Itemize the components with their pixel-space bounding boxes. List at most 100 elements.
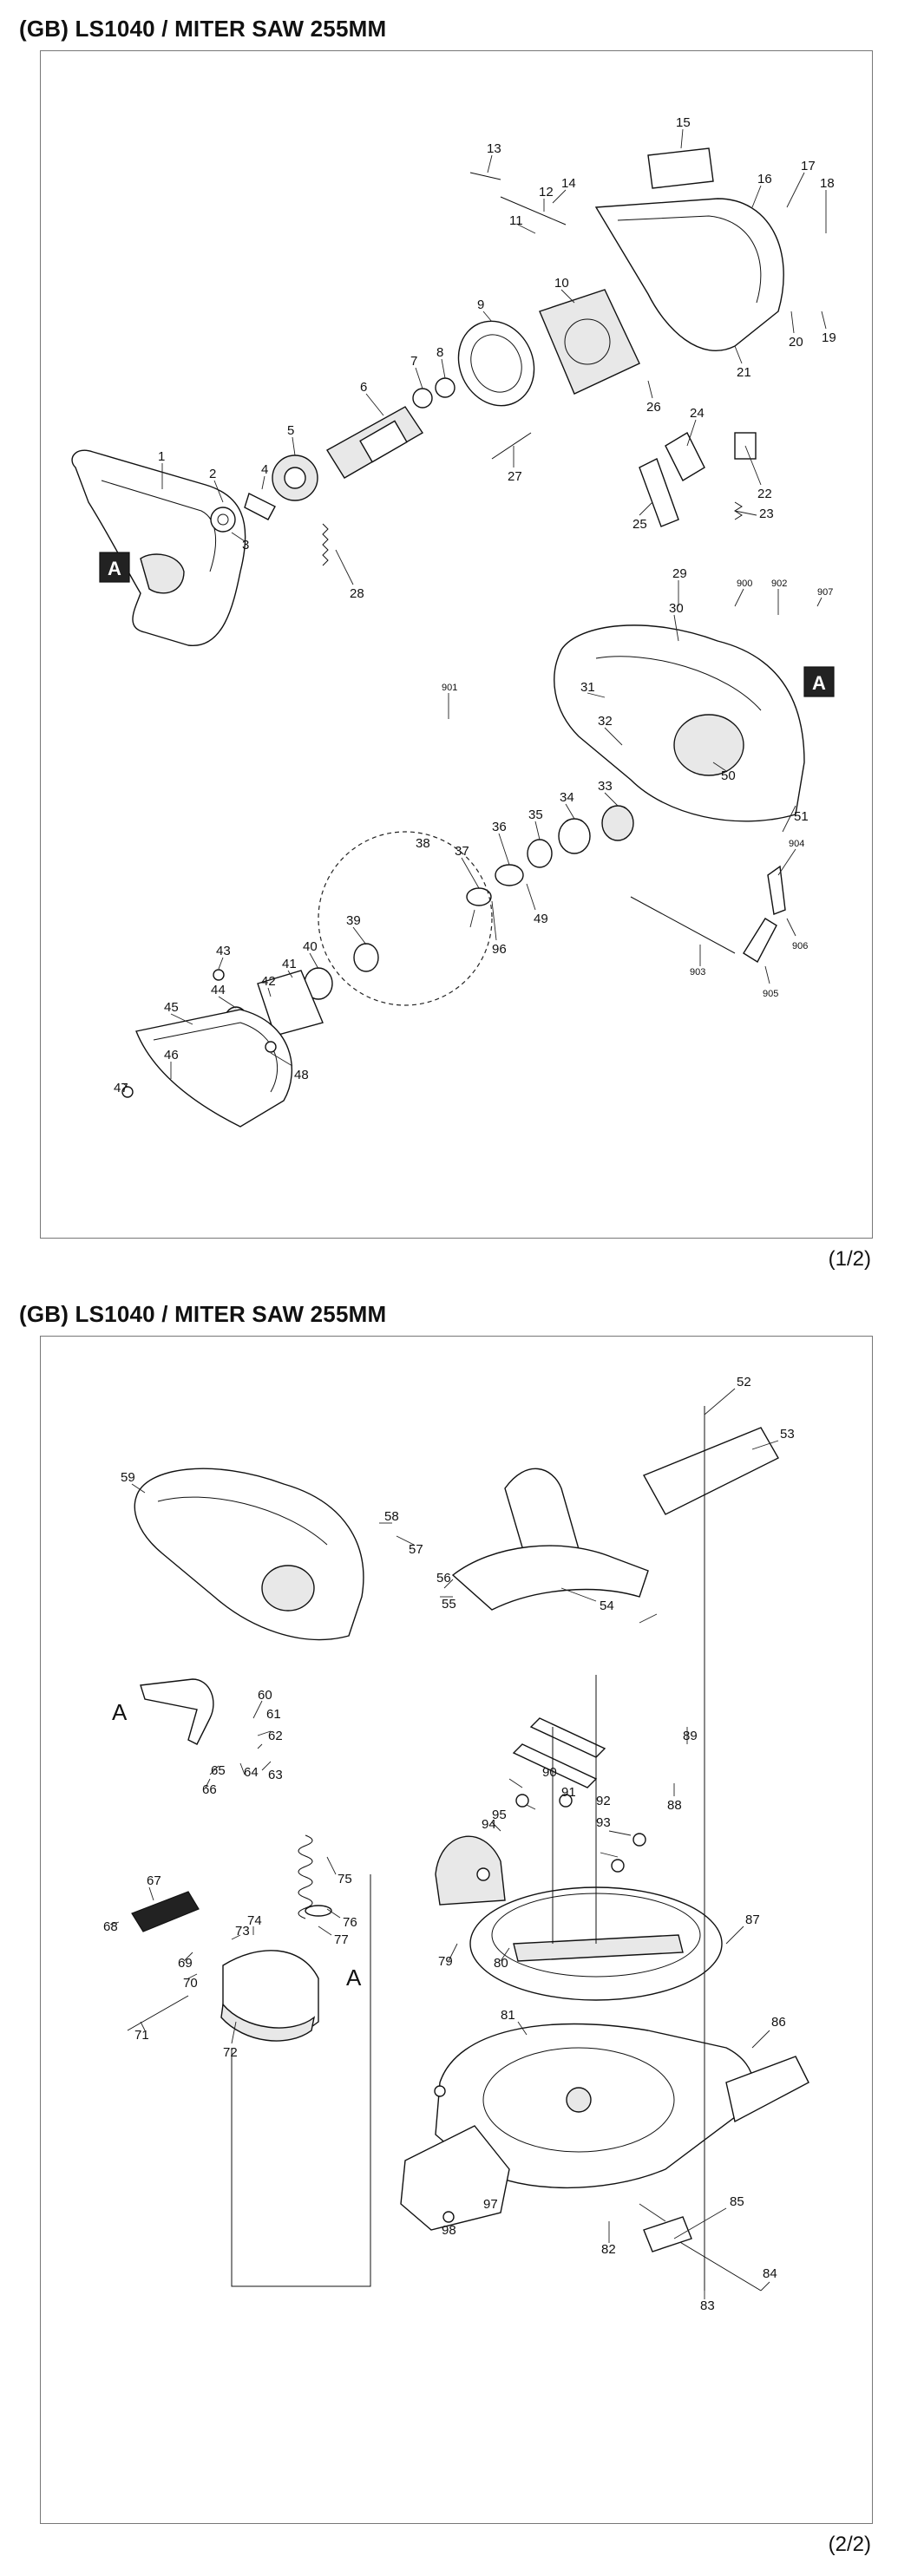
ref-marker-a-upper: A bbox=[112, 1699, 128, 1725]
part-callout-904: 904 bbox=[789, 839, 804, 849]
part-callout-10: 10 bbox=[554, 276, 569, 291]
sheet1-title: (GB) LS1040 / MITER SAW 255MM bbox=[19, 16, 387, 42]
part-callout-74: 74 bbox=[247, 1913, 262, 1928]
return-spring bbox=[298, 1834, 313, 1919]
part-callout-55: 55 bbox=[442, 1597, 456, 1612]
part-callout-20: 20 bbox=[789, 335, 803, 350]
part-callout-902: 902 bbox=[771, 579, 787, 589]
part-callout-16: 16 bbox=[757, 172, 772, 186]
part-callout-47: 47 bbox=[114, 1081, 128, 1095]
part-callout-3: 3 bbox=[242, 538, 249, 552]
part-callout-94: 94 bbox=[482, 1817, 496, 1832]
part-callout-901: 901 bbox=[442, 683, 457, 693]
part-callout-60: 60 bbox=[258, 1688, 272, 1703]
part-callout-50: 50 bbox=[721, 768, 736, 783]
part-callout-79: 79 bbox=[438, 1954, 453, 1969]
gear-housing bbox=[554, 624, 805, 822]
part-callout-56: 56 bbox=[436, 1571, 451, 1585]
part-callout-19: 19 bbox=[822, 330, 836, 345]
part-callout-900: 900 bbox=[737, 579, 752, 589]
handle-part bbox=[71, 449, 246, 646]
sheet2-page-number: (2/2) bbox=[828, 2533, 871, 2556]
part-callout-37: 37 bbox=[455, 844, 469, 859]
part-callout-18: 18 bbox=[820, 176, 835, 191]
part-callout-62: 62 bbox=[268, 1729, 283, 1743]
part-callout-45: 45 bbox=[164, 1000, 179, 1015]
part-callout-29: 29 bbox=[672, 566, 687, 581]
part-callout-33: 33 bbox=[598, 779, 613, 794]
part-callout-36: 36 bbox=[492, 820, 507, 834]
part-callout-90: 90 bbox=[542, 1765, 557, 1780]
saw-blade-outline bbox=[318, 831, 493, 1006]
sheet1-page-number: (1/2) bbox=[828, 1247, 871, 1271]
part-callout-83: 83 bbox=[700, 2298, 715, 2313]
part-callout-27: 27 bbox=[508, 469, 522, 484]
part-callout-70: 70 bbox=[183, 1976, 198, 1991]
part-callout-95: 95 bbox=[492, 1808, 507, 1822]
guide-fence bbox=[643, 1427, 779, 1515]
sheet2-exploded-view: A A bbox=[103, 1375, 809, 2313]
part-callout-84: 84 bbox=[763, 2266, 777, 2281]
part-callout-65: 65 bbox=[211, 1763, 226, 1778]
part-callout-71: 71 bbox=[134, 2028, 149, 2043]
part-callout-5: 5 bbox=[287, 423, 294, 438]
part-callout-93: 93 bbox=[596, 1815, 611, 1830]
ref-marker-a-right-label: A bbox=[812, 672, 826, 694]
part-callout-81: 81 bbox=[501, 2008, 515, 2023]
part-callout-66: 66 bbox=[202, 1782, 217, 1797]
part-callout-82: 82 bbox=[601, 2242, 616, 2257]
part-callout-14: 14 bbox=[561, 176, 576, 191]
sheet2-diagram-frame: A A bbox=[40, 1336, 873, 2524]
part-callout-2: 2 bbox=[209, 467, 216, 481]
part-callout-25: 25 bbox=[632, 517, 647, 532]
part-callout-13: 13 bbox=[487, 141, 501, 156]
part-callout-42: 42 bbox=[261, 974, 276, 989]
part-callout-905: 905 bbox=[763, 989, 778, 999]
part-callout-40: 40 bbox=[303, 939, 318, 954]
part-callout-24: 24 bbox=[690, 406, 705, 421]
part-callout-6: 6 bbox=[360, 380, 367, 395]
ref-marker-a-lower: A bbox=[346, 1965, 362, 1991]
part-callout-28: 28 bbox=[350, 586, 364, 601]
part-callout-907: 907 bbox=[817, 587, 833, 598]
part-callout-4: 4 bbox=[261, 462, 268, 477]
part-callout-86: 86 bbox=[771, 2015, 786, 2030]
part-callout-89: 89 bbox=[683, 1729, 698, 1743]
part-callout-87: 87 bbox=[745, 1912, 760, 1927]
part-callout-39: 39 bbox=[346, 913, 361, 928]
part-callout-1: 1 bbox=[158, 449, 165, 464]
motor-housing-side bbox=[134, 1468, 364, 1641]
part-callout-48: 48 bbox=[294, 1068, 309, 1082]
part-callout-31: 31 bbox=[580, 680, 595, 695]
part-callout-46: 46 bbox=[164, 1048, 179, 1062]
sheet2-title: (GB) LS1040 / MITER SAW 255MM bbox=[19, 1301, 387, 1327]
part-callout-57: 57 bbox=[409, 1542, 423, 1557]
part-callout-43: 43 bbox=[216, 944, 231, 958]
part-callout-41: 41 bbox=[282, 957, 297, 971]
part-callout-52: 52 bbox=[737, 1375, 751, 1389]
part-callout-23: 23 bbox=[759, 507, 774, 521]
part-callout-98: 98 bbox=[442, 2223, 456, 2238]
part-callout-8: 8 bbox=[436, 345, 443, 360]
ref-marker-a-right bbox=[803, 666, 835, 697]
part-callout-7: 7 bbox=[410, 354, 417, 369]
part-callout-21: 21 bbox=[737, 365, 751, 380]
ref-marker-a-left-label: A bbox=[108, 558, 121, 579]
part-callout-59: 59 bbox=[121, 1470, 135, 1485]
part-callout-9: 9 bbox=[477, 297, 484, 312]
part-callout-63: 63 bbox=[268, 1768, 283, 1782]
part-callout-91: 91 bbox=[561, 1785, 576, 1800]
part-callout-51: 51 bbox=[794, 809, 809, 824]
part-callout-72: 72 bbox=[223, 2045, 238, 2060]
part-callout-85: 85 bbox=[730, 2194, 744, 2209]
part-callout-11: 11 bbox=[509, 213, 523, 228]
part-callout-906: 906 bbox=[792, 941, 808, 951]
part-callout-68: 68 bbox=[103, 1919, 118, 1934]
part-callout-80: 80 bbox=[494, 1956, 508, 1971]
part-callout-903: 903 bbox=[690, 967, 705, 977]
part-callout-32: 32 bbox=[598, 714, 613, 729]
part-callout-17: 17 bbox=[801, 159, 816, 173]
part-callout-88: 88 bbox=[667, 1798, 682, 1813]
sheet1-exploded-view: A A bbox=[71, 115, 836, 1128]
part-callout-35: 35 bbox=[528, 807, 543, 822]
